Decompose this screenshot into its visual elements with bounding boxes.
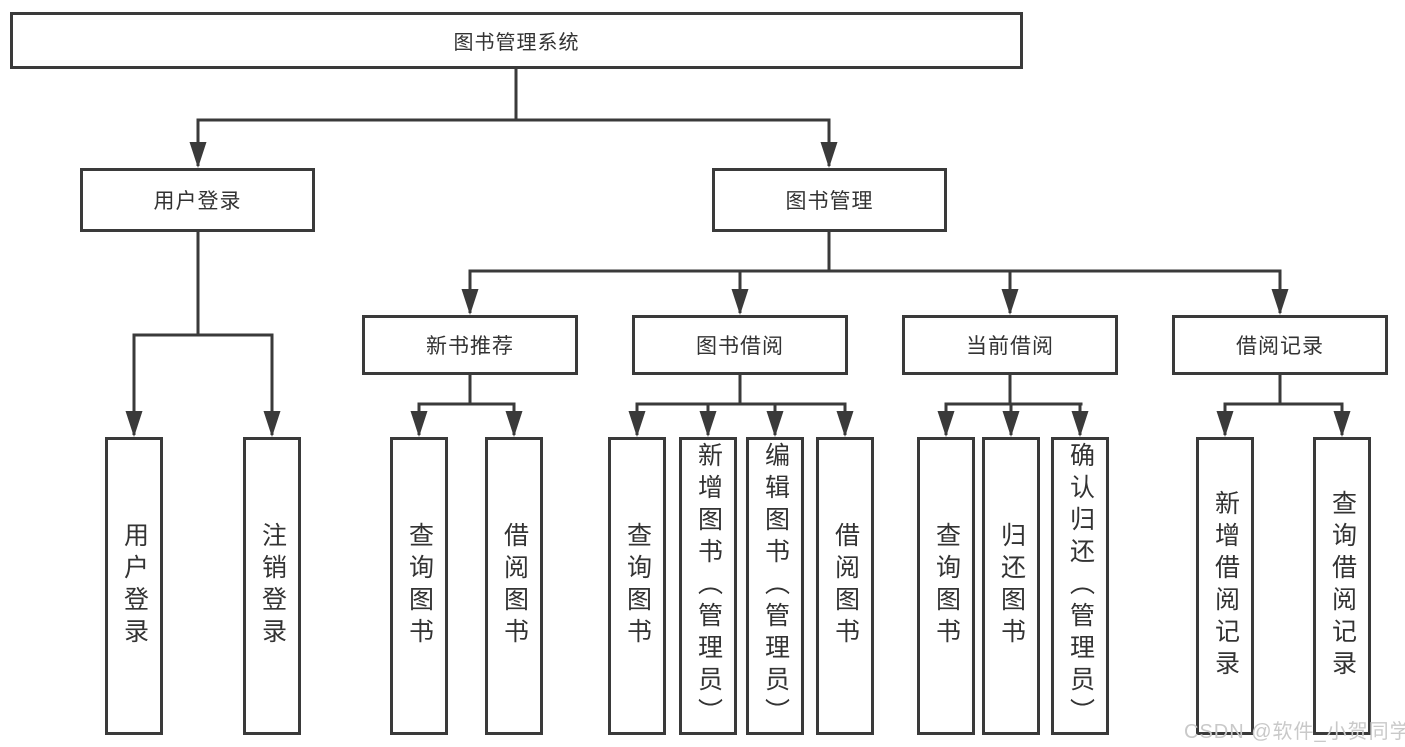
leaf-nb-borrow-books: 借阅图书 [485,437,543,735]
node-label: 当前借阅 [966,335,1054,358]
node-label: 用户登录 [153,190,242,213]
leaf-cb-return-books: 归还图书 [982,437,1040,735]
arrow-down-icon [125,142,1351,437]
node-new-book-recommend: 新书推荐 [362,315,578,375]
leaf-nb-query-books: 查询图书 [390,437,448,735]
leaf-bb-edit-books-admin: 编辑图书（管理员） [746,437,804,735]
leaf-bb-borrow-books: 借阅图书 [816,437,874,735]
leaf-user-login: 用户登录 [105,437,163,735]
leaf-bb-query-books: 查询图书 [608,437,666,735]
node-current-borrowing: 当前借阅 [902,315,1118,375]
leaf-label: 查询借阅记录 [1328,490,1357,682]
node-book-management: 图书管理 [712,168,947,232]
leaf-label: 确认归还（管理员） [1066,442,1095,730]
leaf-logout-login: 注销登录 [243,437,301,735]
leaf-label: 新增图书（管理员） [694,442,723,730]
node-label: 图书管理 [785,190,874,213]
leaf-label: 新增借阅记录 [1211,490,1240,682]
node-label: 图书借阅 [696,335,784,358]
leaf-label: 用户登录 [120,522,149,650]
node-label: 图书管理系统 [453,32,580,54]
leaf-label: 归还图书 [997,522,1026,650]
leaf-label: 编辑图书（管理员） [761,442,790,730]
node-borrowing-records: 借阅记录 [1172,315,1388,375]
leaf-br-add-record: 新增借阅记录 [1196,437,1254,735]
leaf-label: 借阅图书 [831,522,860,650]
node-user-login: 用户登录 [80,168,315,232]
leaf-label: 查询图书 [405,522,434,650]
leaf-label: 查询图书 [623,522,652,650]
node-library-management-system: 图书管理系统 [10,12,1023,69]
leaf-cb-query-books: 查询图书 [917,437,975,735]
leaf-label: 查询图书 [932,522,961,650]
csdn-watermark: CSDN @软件_小贺同学 [1184,721,1405,743]
leaf-label: 借阅图书 [500,522,529,650]
node-book-borrowing: 图书借阅 [632,315,848,375]
node-label: 借阅记录 [1236,335,1324,358]
leaf-bb-add-books-admin: 新增图书（管理员） [679,437,737,735]
tree-edges [132,68,1344,435]
leaf-label: 注销登录 [258,522,287,650]
leaf-br-query-record: 查询借阅记录 [1313,437,1371,735]
leaf-cb-confirm-return-admin: 确认归还（管理员） [1051,437,1109,735]
node-label: 新书推荐 [426,335,514,358]
